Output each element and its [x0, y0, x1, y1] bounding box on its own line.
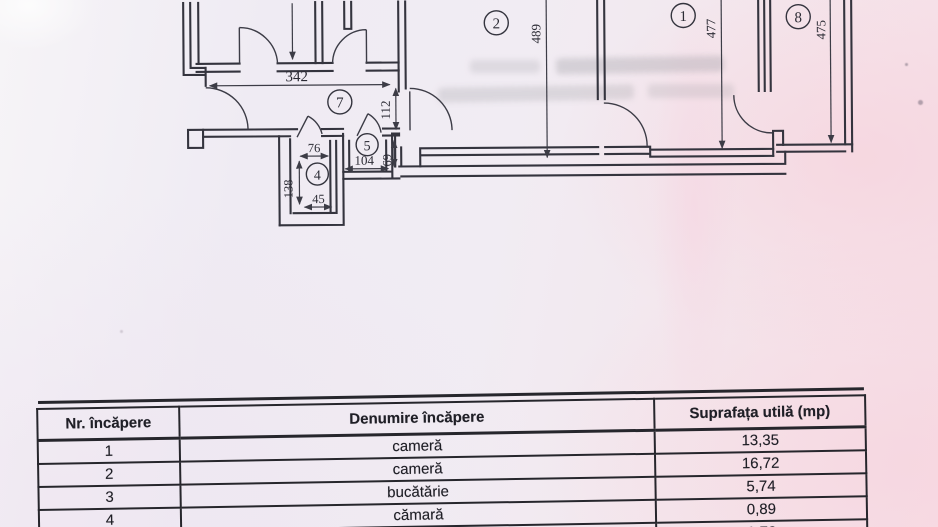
dim-label-room4-width: 76: [308, 141, 321, 155]
room-number-cell: 4: [38, 507, 182, 527]
dimension-labels: 342 112 489 477 475 76 138 45 104 69: [281, 18, 828, 206]
dim-label-hall-height: 112: [378, 100, 393, 119]
walls: [182, 0, 854, 227]
room-number-badges: 2 1 8 7 4 5: [305, 2, 811, 186]
dim-label-room5-height: 69: [380, 154, 394, 167]
dimension-lines: [208, 0, 835, 211]
room1-number: 1: [679, 9, 687, 25]
ink-bleed-mark: [470, 60, 540, 73]
dim-label-room5-width: 104: [354, 153, 374, 168]
dim-label-room4-depth: 138: [281, 179, 295, 198]
room4-number: 4: [314, 169, 321, 184]
area-table: Nr. încăpere Denumire încăpere Suprafața…: [36, 394, 868, 527]
room7-number: 7: [336, 95, 344, 111]
room8-number: 8: [794, 10, 802, 26]
scan-speck: [120, 330, 123, 333]
scan-speck: [905, 63, 908, 66]
dim-label-hall-width: 342: [285, 69, 308, 85]
ink-bleed-mark: [648, 84, 734, 98]
scan-speck: [918, 100, 923, 105]
room-number-cell: 1: [37, 438, 181, 464]
doors: [205, 26, 773, 146]
room2-number: 2: [492, 16, 500, 32]
room-area-cell: 13,35: [654, 426, 866, 454]
room-number-cell: 3: [38, 484, 181, 510]
room-number-cell: 2: [38, 461, 181, 487]
room-area-table: Nr. încăpere Denumire încăpere Suprafața…: [36, 386, 870, 527]
dim-label-room4-width2: 45: [312, 192, 325, 206]
dim-label-room1-height: 477: [703, 18, 718, 38]
dim-label-room8-height: 475: [813, 20, 828, 40]
col-header-room-number: Nr. încăpere: [37, 406, 180, 441]
floor-plan: 342 112 489 477 475 76 138 45 104 69 2 1…: [182, 0, 854, 227]
col-header-area: Suprafața utilă (mp): [654, 395, 866, 431]
dim-label-room2-height: 489: [528, 24, 543, 44]
room5-number: 5: [364, 139, 371, 154]
